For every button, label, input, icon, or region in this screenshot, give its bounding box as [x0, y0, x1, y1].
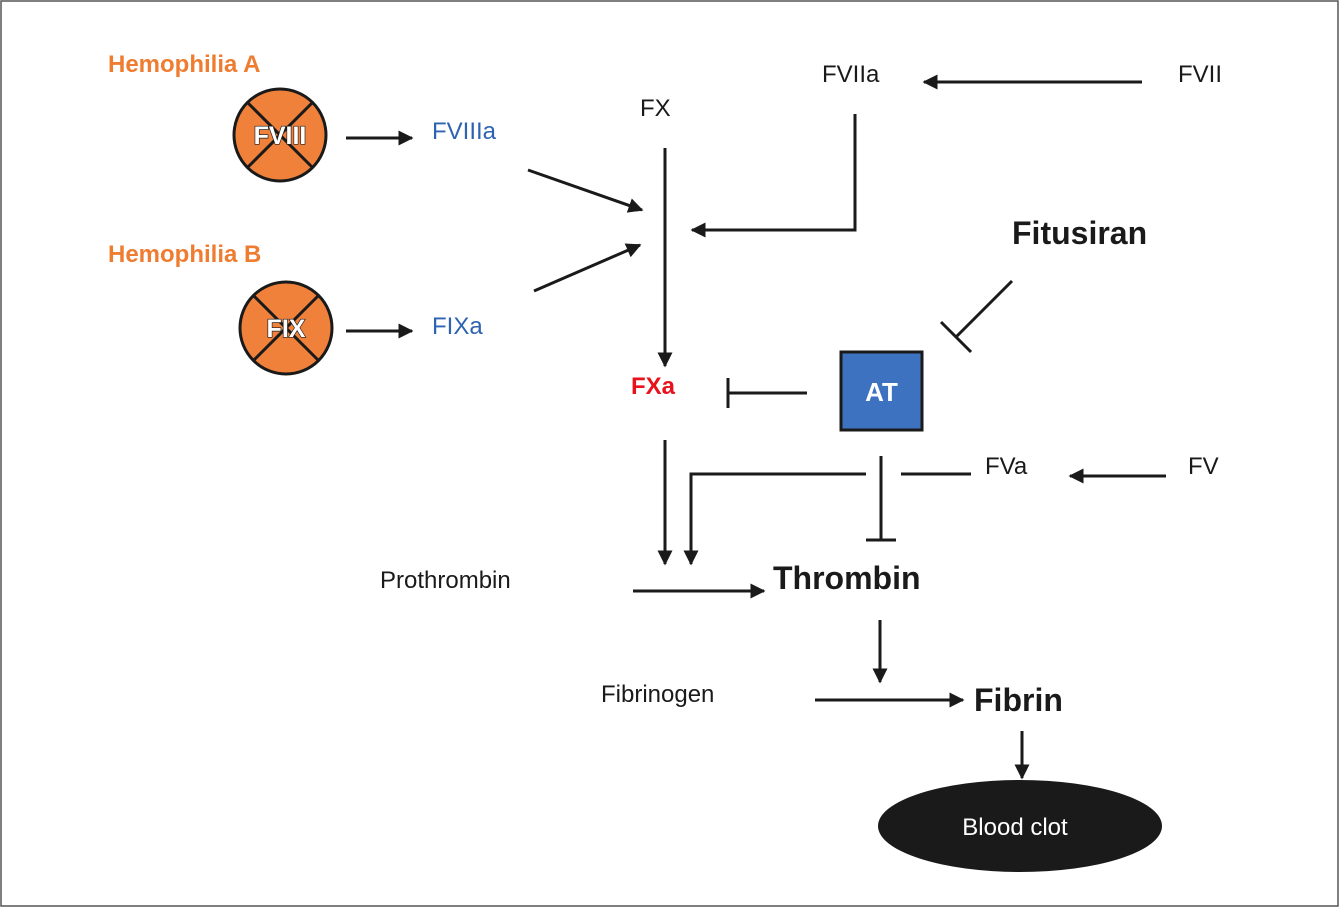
fxa-label: FXa — [631, 373, 676, 400]
fva-to-prothrombin-arrow — [683, 472, 866, 566]
fibrinogen-label: Fibrinogen — [601, 681, 714, 708]
fx-label: FX — [640, 95, 671, 122]
fix-label: FIX — [267, 315, 306, 343]
fixa-label: FIXa — [432, 313, 483, 340]
hemophilia-a-label: Hemophilia A — [108, 51, 260, 78]
fibrin-label: Fibrin — [974, 682, 1063, 718]
fitusiran-inhibits-at-line — [954, 279, 1014, 339]
fv-label: FV — [1188, 453, 1219, 480]
fviia-label: FVIIa — [822, 61, 880, 88]
fix-deficient-node: FIX — [238, 280, 334, 376]
fviii-deficient-node: FVIII — [232, 87, 328, 183]
fva-label: FVa — [985, 453, 1028, 480]
fviii-label: FVIII — [254, 122, 307, 150]
fitusiran-label: Fitusiran — [1012, 215, 1147, 251]
fviia-to-fx-arrow — [690, 114, 857, 238]
blood-clot-node: Blood clot — [878, 780, 1162, 872]
at-label: AT — [865, 377, 898, 407]
fviiia-label: FVIIIa — [432, 118, 497, 145]
fvii-label: FVII — [1178, 61, 1222, 88]
fviiia-to-fx-arrow — [527, 168, 644, 213]
hemophilia-b-label: Hemophilia B — [108, 241, 261, 268]
fixa-to-fx-arrow — [533, 243, 642, 293]
blood-clot-label: Blood clot — [962, 814, 1068, 841]
fitusiran-inhibition-bar — [939, 320, 973, 354]
at-node: AT — [839, 350, 924, 432]
thrombin-label: Thrombin — [773, 560, 921, 596]
prothrombin-label: Prothrombin — [380, 567, 511, 594]
